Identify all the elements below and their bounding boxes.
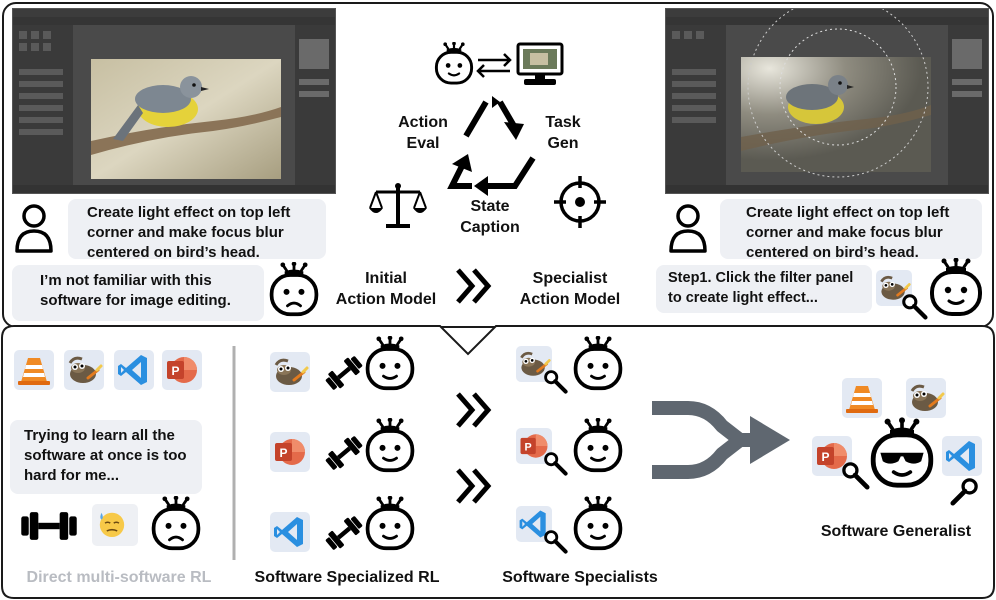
task-gen-label: Task Gen — [545, 114, 581, 152]
robot-icon — [570, 336, 626, 392]
gimp-window-graphic — [13, 9, 335, 193]
target-icon — [554, 176, 606, 228]
gimp-screenshot-edited — [665, 8, 989, 194]
gimp-icon — [270, 352, 310, 392]
vscode-icon-tile — [114, 350, 154, 390]
vscode-icon-tile — [270, 512, 310, 552]
vscode-icon — [114, 350, 154, 390]
computer-icon — [516, 42, 564, 85]
vlc-icon-tile — [842, 378, 882, 418]
specialist-reply-bubble: Step1. Click the filter panel to create … — [656, 265, 872, 313]
powerpoint-icon — [162, 350, 202, 390]
gimp-window-graphic — [666, 9, 988, 193]
sweat-emoji-icon — [99, 512, 125, 538]
user-prompt-text: Create light effect on top left corner a… — [746, 204, 950, 261]
gimp-icon — [906, 378, 946, 418]
sunglasses-robot-icon — [870, 417, 934, 488]
magnifier-icon — [950, 478, 978, 506]
specialist-action-model-label: Specialist Action Model — [519, 270, 621, 308]
robot-icon — [362, 496, 418, 552]
magnifier-icon — [544, 452, 568, 476]
specialist-reply-text: Step1. Click the filter panel to create … — [668, 270, 854, 306]
scale-icon — [369, 183, 427, 228]
initial-action-model-label: Initial Action Model — [335, 270, 437, 308]
multi-rl-thought-bubble: Trying to learn all the software at once… — [10, 420, 202, 494]
action-eval-label: Action Eval — [398, 114, 448, 152]
software-generalist-label: Software Generalist — [820, 523, 972, 540]
software-specialized-rl-label: Software Specialized RL — [254, 569, 440, 586]
double-chevron-icon — [456, 392, 492, 428]
vlc-icon — [14, 350, 54, 390]
magnifier-icon — [544, 530, 568, 554]
initial-model-reply-bubble: I’m not familiar with this software for … — [12, 265, 264, 321]
direct-multi-software-rl-label: Direct multi-software RL — [26, 569, 212, 586]
robot-icon — [570, 418, 626, 474]
initial-model-reply-text: I’m not familiar with this software for … — [40, 272, 231, 309]
magnifier-icon — [544, 370, 568, 394]
powerpoint-icon-tile — [270, 432, 310, 472]
multi-rl-thought-text: Trying to learn all the software at once… — [24, 427, 187, 484]
robot-icon — [570, 496, 626, 552]
double-chevron-icon — [456, 268, 492, 304]
gimp-icon-tile — [270, 352, 310, 392]
robot-icon — [362, 418, 418, 474]
merge-arrow-icon — [652, 401, 790, 479]
powerpoint-icon-tile — [162, 350, 202, 390]
double-chevron-icon — [456, 468, 492, 504]
user-prompt-text: Create light effect on top left corner a… — [87, 204, 291, 261]
state-caption-label: State Caption — [460, 198, 520, 236]
gimp-icon-tile — [906, 378, 946, 418]
vscode-icon — [942, 436, 982, 476]
vscode-icon — [270, 512, 310, 552]
gimp-screenshot-original — [12, 8, 336, 194]
user-prompt-bubble-right: Create light effect on top left corner a… — [720, 199, 982, 261]
vscode-icon-tile — [942, 436, 982, 476]
sweat-emoji-tile — [92, 504, 138, 546]
vlc-icon-tile — [14, 350, 54, 390]
exchange-arrows-icon — [476, 53, 512, 78]
user-prompt-bubble-left: Create light effect on top left corner a… — [68, 199, 326, 261]
vlc-icon — [842, 378, 882, 418]
software-specialists-label: Software Specialists — [502, 569, 658, 586]
robot-icon — [362, 336, 418, 392]
powerpoint-icon — [270, 432, 310, 472]
struggling-robot-icon — [148, 496, 204, 552]
dumbbell-icon — [14, 510, 84, 542]
recycle-cycle-icon — [447, 96, 536, 196]
gimp-icon — [64, 350, 104, 390]
gimp-icon-tile — [64, 350, 104, 390]
